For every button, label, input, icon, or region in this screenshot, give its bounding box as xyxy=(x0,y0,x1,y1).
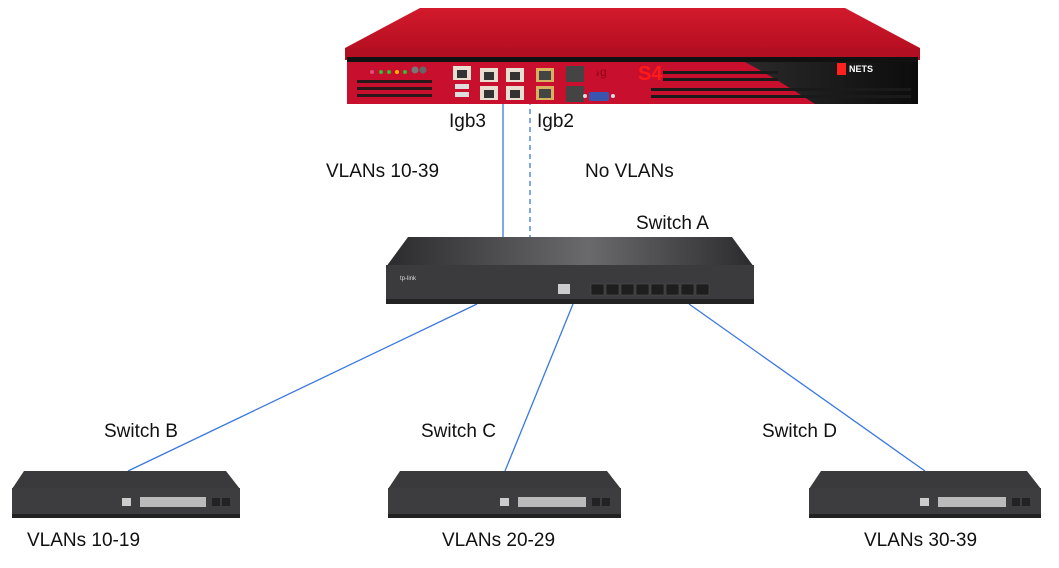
firewall-top-cover xyxy=(345,8,920,48)
tplink-logo: tp-link xyxy=(400,276,417,282)
firewall-model: S4 xyxy=(638,63,663,85)
vlan-label-igb2: No VLANs xyxy=(585,161,674,182)
ethernet-port-ignd xyxy=(453,66,471,80)
nets-logo-icon xyxy=(837,63,846,75)
led-icon xyxy=(387,70,391,74)
switch-b-vlans: VLANs 10-19 xyxy=(27,530,141,551)
vent-grid-left xyxy=(357,80,432,97)
led-icon xyxy=(370,70,374,74)
button-icon xyxy=(411,66,419,74)
ethernet-port-igb3 xyxy=(506,68,524,82)
switch-d-device xyxy=(809,471,1041,518)
firewall-brand: NETS xyxy=(849,64,873,74)
interface-label-igb3: Igb3 xyxy=(449,111,486,132)
link-switch-a-to-switch-d xyxy=(688,303,926,472)
switch-a-device: tp-link xyxy=(386,237,754,304)
switch-c-vlans: VLANs 20-29 xyxy=(442,530,556,551)
firewall-appliance: 𝓇g S4 NETS xyxy=(345,8,920,104)
link-switch-a-to-switch-b xyxy=(127,303,478,472)
ethernet-port-extra xyxy=(536,68,554,100)
interface-label-igb2: Igb2 xyxy=(537,111,574,132)
led-icon xyxy=(395,70,399,74)
sfp-port-row xyxy=(590,283,710,296)
switch-d-label: Switch D xyxy=(762,421,837,442)
switch-c-device xyxy=(388,471,621,518)
switch-d-vlans: VLANs 30-39 xyxy=(864,530,978,551)
switch-a-label: Switch A xyxy=(636,213,709,234)
switch-b-label: Switch B xyxy=(104,421,178,442)
usb-ports xyxy=(455,84,469,97)
console-port xyxy=(558,284,570,294)
sfp-ports xyxy=(566,66,584,102)
vent-grid-right xyxy=(651,71,911,98)
vga-port xyxy=(583,92,615,101)
link-switch-a-to-switch-c xyxy=(504,303,574,472)
ethernet-port-igb1 xyxy=(480,68,498,82)
ethernet-port-igb0 xyxy=(480,86,498,100)
led-icon xyxy=(403,70,407,74)
firewall-logo-icon: 𝓇g xyxy=(595,65,607,79)
switch-b-device xyxy=(12,471,240,518)
switch-c-label: Switch C xyxy=(421,421,496,442)
ethernet-port-igb2 xyxy=(506,86,524,100)
led-icon xyxy=(379,70,383,74)
button-icon xyxy=(419,66,427,74)
vlan-label-igb3: VLANs 10-39 xyxy=(326,161,440,182)
